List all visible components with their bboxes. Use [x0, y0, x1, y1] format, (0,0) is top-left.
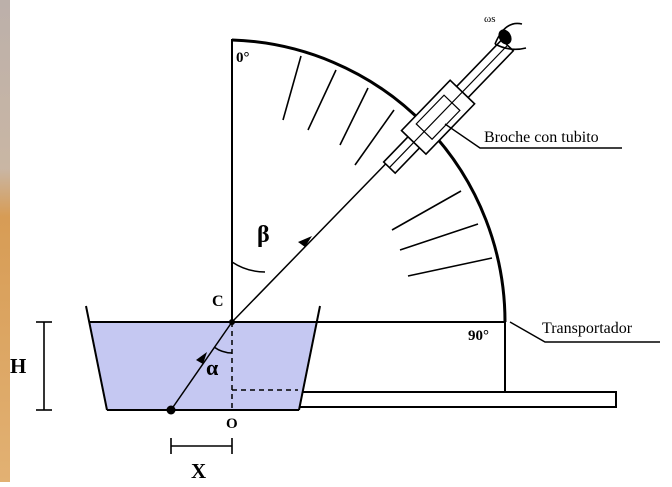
h-label: H: [10, 354, 26, 378]
point-c-label: C: [212, 293, 224, 310]
point-c-dot: [229, 319, 235, 325]
ray-arrow-upper: [298, 236, 312, 247]
water: [90, 322, 316, 410]
protractor-label: Transportador: [542, 320, 633, 337]
base-board: [297, 391, 617, 408]
beta-label: β: [257, 222, 270, 248]
clip-tube-label: Broche con tubito: [484, 129, 599, 146]
clip-tube: [382, 38, 515, 175]
protractor-leader: [509, 321, 660, 343]
zero-degree-label: 0°: [236, 50, 250, 66]
point-o-label: O: [226, 416, 238, 432]
water-container: [85, 305, 321, 411]
beta-arc: [231, 261, 266, 273]
alpha-arc: [213, 346, 233, 354]
clip-tube-leader: [444, 123, 622, 149]
alpha-label: α: [206, 355, 219, 380]
protractor-ticks: [282, 55, 493, 277]
object-point: [166, 405, 176, 415]
x-label: X: [191, 459, 206, 482]
left-edge-strip: [0, 0, 10, 482]
h-dimension: [36, 321, 52, 411]
refracted-ray: [170, 321, 233, 411]
ninety-degree-label: 90°: [468, 328, 489, 344]
ray-arrow-lower: [196, 352, 207, 364]
x-dimension: [170, 438, 233, 454]
dashed-guides: [231, 322, 298, 410]
eye-icon: [494, 22, 527, 51]
eye-mark-label: ωs: [484, 13, 496, 25]
